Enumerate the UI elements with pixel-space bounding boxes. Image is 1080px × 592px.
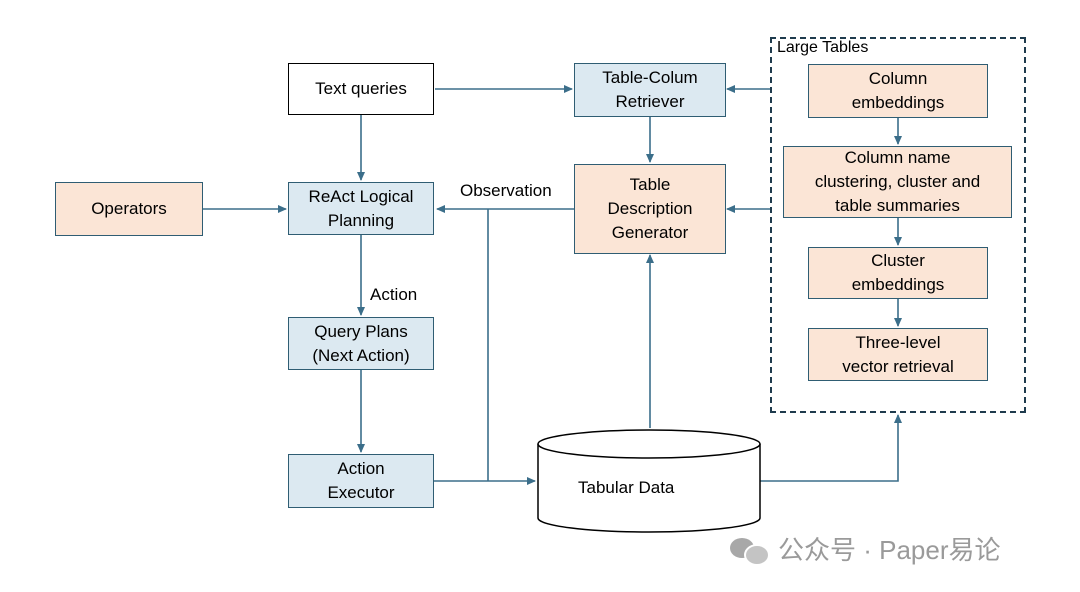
column-name-clustering-node: Column name clustering, cluster and tabl… [783, 146, 1012, 218]
operators-node: Operators [55, 182, 203, 236]
tabular-data-label: Tabular Data [578, 478, 675, 497]
table-column-retriever-node: Table-Colum Retriever [574, 63, 726, 117]
text-queries-node: Text queries [288, 63, 434, 115]
large-tables-label: Large Tables [777, 39, 869, 56]
react-planning-node: ReAct Logical Planning [288, 182, 434, 235]
table-description-generator-node: Table Description Generator [574, 164, 726, 254]
large-tables-group [770, 37, 1026, 413]
tabular-data-cylinder [537, 429, 761, 533]
observation-label: Observation [460, 181, 552, 200]
query-plans-node: Query Plans (Next Action) [288, 317, 434, 370]
wechat-icon [730, 534, 770, 566]
action-executor-node: Action Executor [288, 454, 434, 508]
watermark: 公众号 · Paper易论 [730, 530, 1001, 567]
three-level-retrieval-node: Three-level vector retrieval [808, 328, 988, 381]
cluster-embeddings-node: Cluster embeddings [808, 247, 988, 299]
action-label: Action [370, 285, 418, 304]
arrow-tabular-to-largetables [760, 414, 902, 482]
watermark-text: 公众号 · Paper易论 [778, 535, 1001, 565]
column-embeddings-node: Column embeddings [808, 64, 988, 118]
